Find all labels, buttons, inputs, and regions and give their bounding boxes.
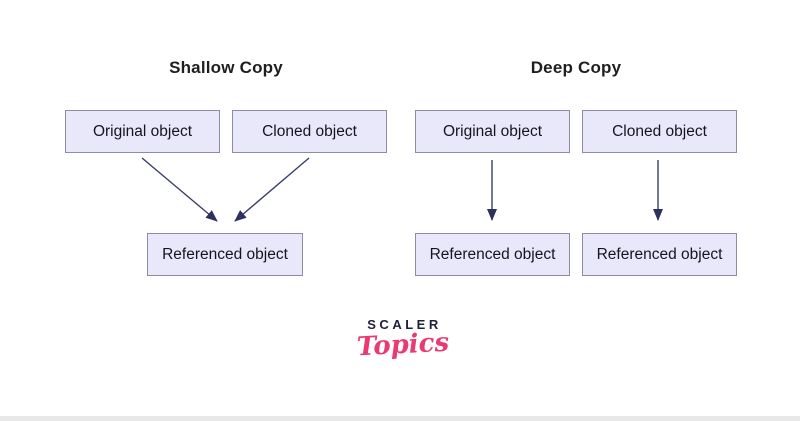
shallow-copy-title: Shallow Copy <box>169 58 283 77</box>
deep-referenced-object-box-left: Referenced object <box>415 233 570 276</box>
arrow-shallow-cloned-to-referenced <box>234 157 310 222</box>
shallow-referenced-object-box: Referenced object <box>147 233 303 276</box>
arrow-shallow-original-to-referenced <box>141 157 218 222</box>
deep-original-object-box: Original object <box>415 110 570 153</box>
deep-referenced-object-box-right: Referenced object <box>582 233 737 276</box>
deep-cloned-object-box: Cloned object <box>582 110 737 153</box>
topics-logo-text: Topics <box>356 327 450 363</box>
scaler-logo-text: SCALER <box>367 317 442 332</box>
shallow-cloned-object-box: Cloned object <box>232 110 387 153</box>
deep-copy-title: Deep Copy <box>530 58 622 77</box>
scaler-topics-logo: SCALER Topics <box>352 317 454 363</box>
footer-divider-bar <box>0 416 800 421</box>
shallow-original-object-box: Original object <box>65 110 220 153</box>
